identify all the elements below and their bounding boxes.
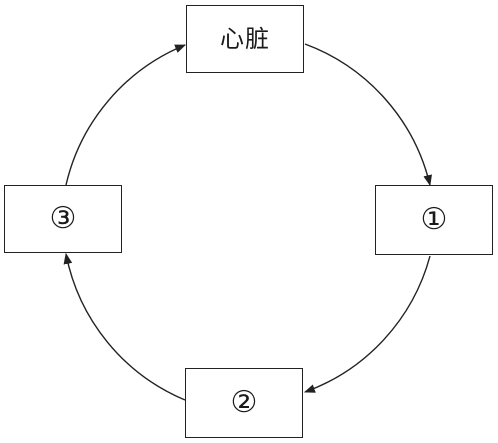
node-3-label: ③ [49,201,77,236]
node-1-label: ① [420,202,448,237]
arrow-2-to-3 [63,252,186,401]
node-heart: 心脏 [186,5,304,73]
arrow-1-to-2 [303,255,431,393]
node-heart-label: 心脏 [220,25,270,53]
node-2-label: ② [230,385,258,420]
node-3: ③ [4,185,122,253]
arrow-heart-to-1 [304,43,432,187]
node-2: ② [185,368,303,438]
arrow-3-to-heart [65,44,187,186]
node-1: ① [375,185,493,255]
